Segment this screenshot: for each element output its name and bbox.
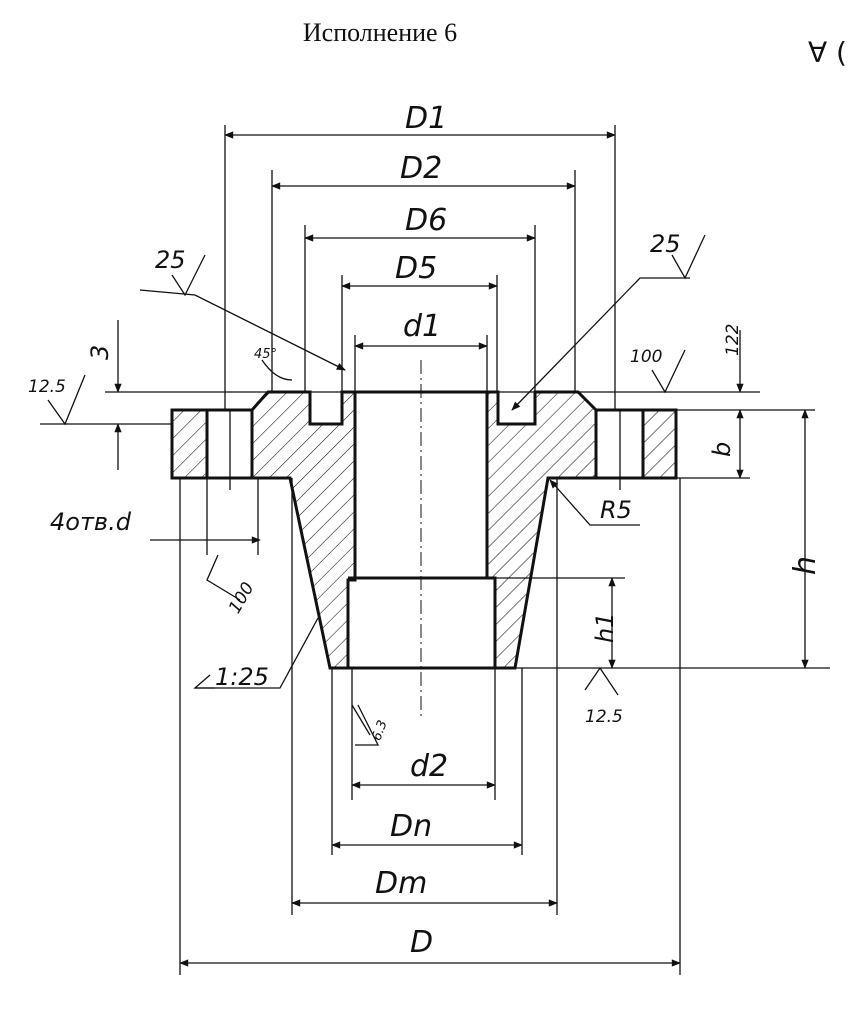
label-rough-100-top: 100: [630, 347, 662, 367]
flange-left-outer-lip: [170, 408, 209, 480]
leader-radius: [549, 479, 640, 526]
flange-right-outer-lip: [641, 408, 678, 480]
flange-right-body: [485, 390, 598, 670]
leader-lines: [139, 277, 690, 736]
label-d2: d2: [410, 749, 448, 784]
roughness-mark-12-5-bottom: [584, 666, 619, 696]
extension-lines: [179, 125, 830, 975]
roughness-mark-12-5-left: [47, 374, 86, 426]
label-h1: h1: [591, 613, 619, 643]
leader-roughness-25-left: [139, 289, 346, 371]
label-h: h: [788, 556, 823, 575]
label-122: 122: [723, 324, 743, 356]
section-right: [485, 390, 678, 670]
label-rough-25-right: 25: [650, 230, 681, 258]
roughness-mark-25-left: [171, 254, 206, 297]
label-taper: 1:25: [215, 663, 269, 691]
flange-left-body: [250, 390, 357, 670]
label-radius: R5: [600, 496, 632, 524]
leader-chamfer: [261, 359, 293, 381]
roughness-symbols: [47, 234, 706, 746]
roughness-mark-6-3: [355, 704, 380, 746]
label-holes: 4отв.d: [50, 508, 132, 536]
label-rough-100-holes: 100: [225, 579, 259, 617]
roughness-mark-100-holes: [206, 554, 241, 601]
label-rough-12-5-left: 12.5: [28, 377, 66, 397]
leader-taper: [195, 617, 319, 689]
label-D2: D2: [400, 151, 442, 186]
label-b: b: [708, 442, 736, 457]
label-Dn: Dn: [390, 809, 432, 844]
label-Dm: Dm: [375, 866, 427, 901]
roughness-corner-mark: ∀ (: [808, 36, 847, 69]
page-title: Исполнение 6: [302, 18, 458, 47]
label-D: D: [410, 925, 433, 960]
bore-outline: [330, 390, 515, 670]
label-d1: d1: [403, 309, 441, 344]
roughness-mark-100-top: [651, 349, 686, 394]
roughness-mark-25-right: [671, 234, 706, 280]
section-left: [170, 390, 357, 670]
label-rough-25-left: 25: [155, 246, 186, 274]
label-rough-12-5-bottom: 12.5: [585, 707, 623, 727]
label-rough-6-3: 6.3: [370, 718, 391, 743]
leader-roughness-25-right: [511, 277, 690, 411]
label-3: 3: [86, 345, 114, 360]
label-D1: D1: [405, 101, 447, 136]
bolt-hole-regions: [205, 408, 645, 490]
label-D5: D5: [395, 251, 437, 286]
leader-rough-6-3: [351, 704, 371, 736]
taper-mark: [193, 674, 215, 689]
label-D6: D6: [405, 203, 447, 238]
label-chamfer: 45°: [254, 347, 277, 362]
dimension-lines: [114, 131, 809, 967]
